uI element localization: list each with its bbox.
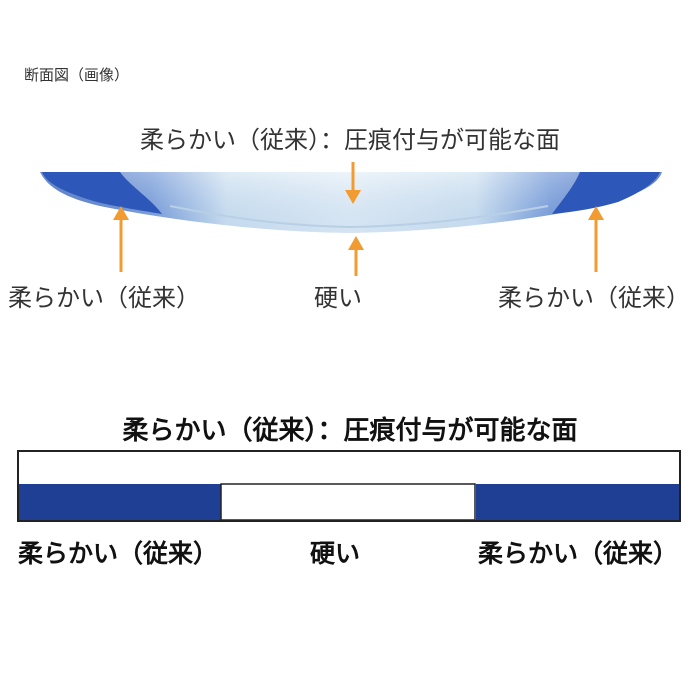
lens-inner-line (169, 205, 549, 229)
lens-highlight (40, 172, 662, 233)
schematic-soft-right (476, 484, 679, 520)
schematic-title: 柔らかい（従来）：圧痕付与が可能な面 (122, 416, 578, 446)
schematic-hard-center (220, 483, 476, 521)
schematic-label-soft-left: 柔らかい（従来） (18, 539, 219, 568)
arrow-right (588, 206, 604, 272)
arrow-left (113, 206, 129, 272)
arrow-bottom-center (348, 236, 364, 276)
photo-label-soft-left: 柔らかい（従来） (8, 284, 200, 312)
schematic-label-hard: 硬い (310, 539, 361, 568)
schematic-soft-left (19, 484, 221, 520)
schematic-bar (17, 450, 681, 522)
photo-title: 柔らかい（従来）：圧痕付与が可能な面 (140, 126, 560, 154)
lens-cross-section (40, 172, 662, 233)
lens-soft-left (42, 172, 162, 214)
lens-soft-right (552, 172, 660, 214)
schematic-label-soft-right: 柔らかい（従来） (478, 539, 679, 568)
photo-label-soft-right: 柔らかい（従来） (498, 284, 690, 312)
section-caption: 断面図（画像） (24, 66, 130, 84)
photo-label-hard: 硬い (314, 284, 362, 312)
arrow-top-center (345, 162, 361, 204)
